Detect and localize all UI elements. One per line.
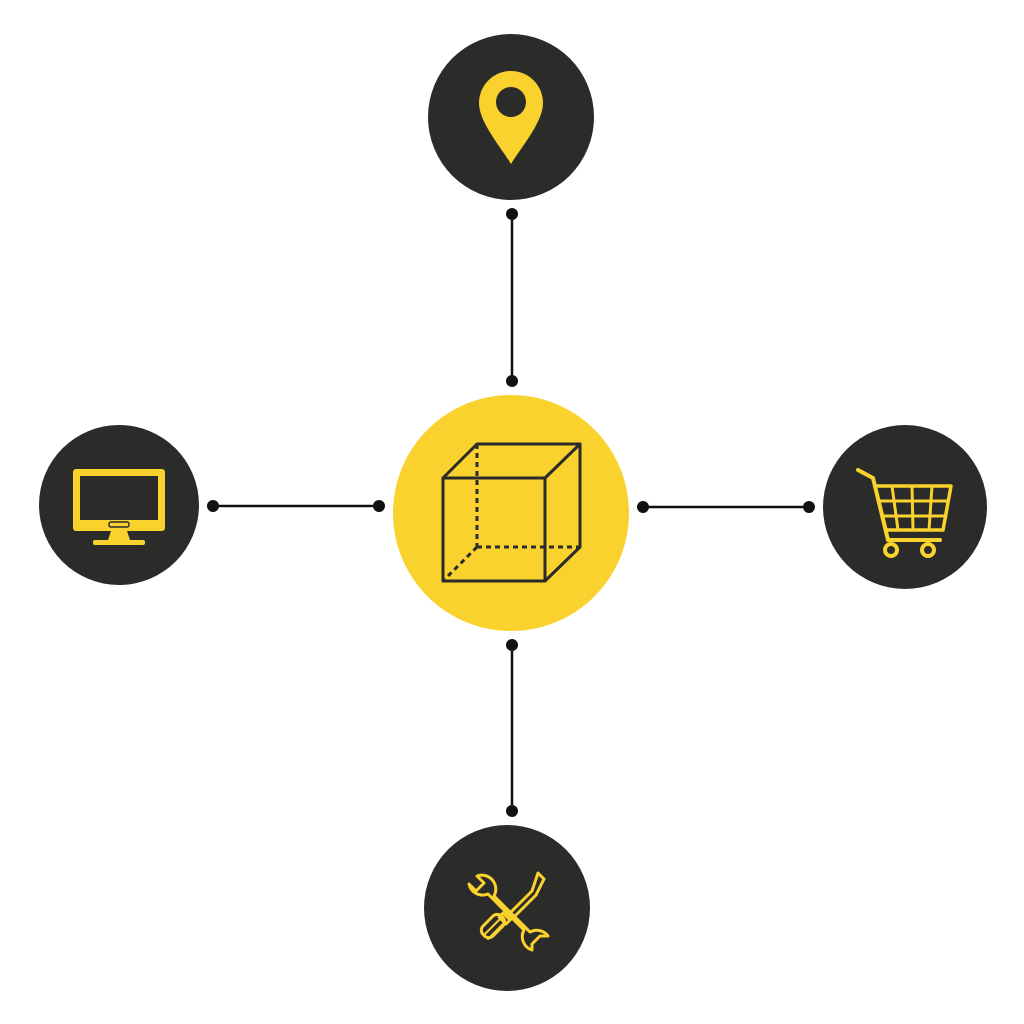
cube-icon bbox=[441, 442, 582, 583]
monitor-icon bbox=[73, 469, 165, 545]
connector-right bbox=[637, 501, 815, 513]
shopping-cart-icon bbox=[856, 468, 953, 558]
node-left bbox=[39, 425, 199, 585]
connector-bottom bbox=[506, 639, 518, 817]
connector-dot bbox=[803, 501, 815, 513]
connector-dot bbox=[506, 375, 518, 387]
connector-dot bbox=[506, 208, 518, 220]
node-top bbox=[428, 34, 594, 200]
connector-dot bbox=[506, 805, 518, 817]
connector-dot bbox=[637, 501, 649, 513]
node-bottom bbox=[424, 825, 590, 991]
connector-left bbox=[207, 500, 385, 512]
node-right bbox=[823, 425, 987, 589]
connector-top bbox=[506, 208, 518, 387]
connector-dot bbox=[207, 500, 219, 512]
wrench-screwdriver-icon bbox=[467, 871, 550, 952]
connector-dot bbox=[373, 500, 385, 512]
location-pin-icon bbox=[479, 71, 543, 164]
hub-node bbox=[393, 395, 629, 631]
connector-dot bbox=[506, 639, 518, 651]
